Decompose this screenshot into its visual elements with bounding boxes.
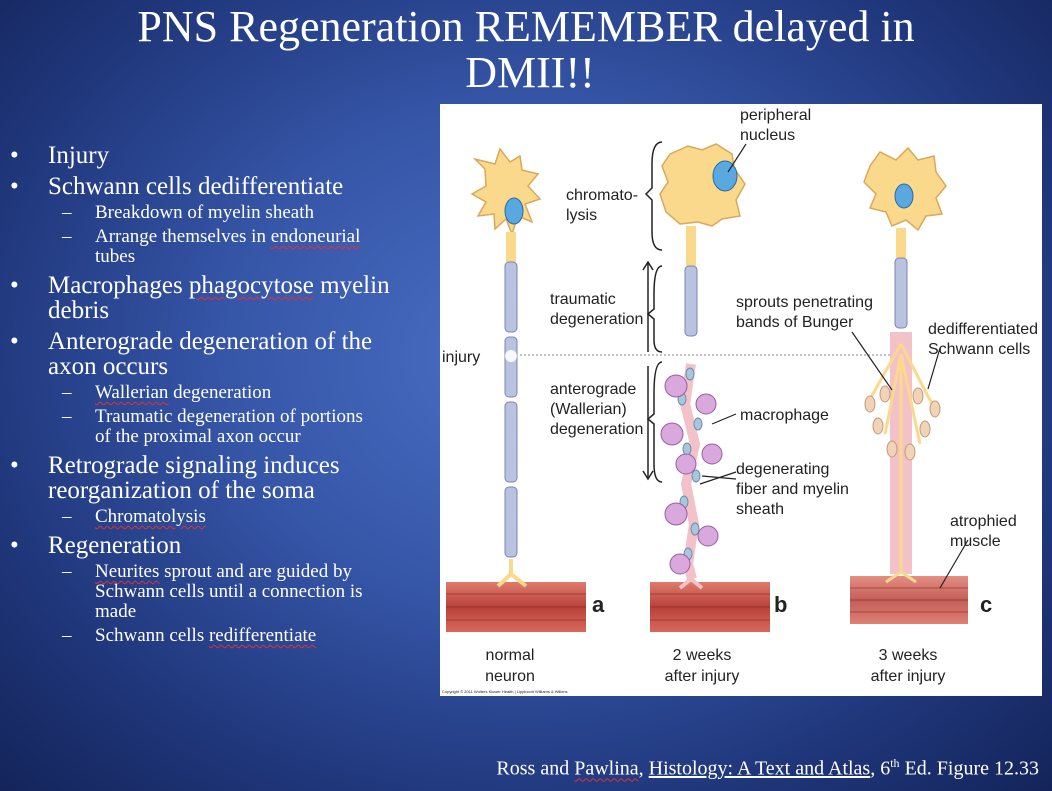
- label-anterograde: anterograde: [550, 381, 636, 398]
- anterograde-bracket: [646, 361, 663, 483]
- svg-text:bands of Bunger: bands of Bunger: [736, 314, 854, 331]
- label-injury: injury: [442, 349, 480, 366]
- slide-title: PNS Regeneration REMEMBER delayed in DMI…: [0, 0, 1052, 96]
- neuron-a: [470, 147, 542, 588]
- label-peripheral: peripheral: [740, 107, 811, 124]
- panel-c-label: c: [980, 592, 992, 617]
- macrophages-b: [660, 374, 723, 575]
- svg-text:muscle: muscle: [950, 533, 1001, 550]
- caption-c: 3 weeks: [879, 647, 938, 664]
- svg-text:after injury: after injury: [665, 668, 740, 685]
- label-macrophage: macrophage: [740, 407, 829, 424]
- sub-bullet-redifferentiate: –Schwann cells redifferentiate: [62, 625, 317, 646]
- label-degenerating: degenerating: [736, 461, 829, 478]
- sub-bullet-myelin-breakdown: –Breakdown of myelin sheath: [62, 202, 314, 223]
- copyright: Copyright © 2011 Wolters Kluwer Health |…: [442, 689, 567, 694]
- label-chromatolysis: chromato-: [566, 187, 638, 204]
- chromatolysis-bracket: [644, 141, 663, 251]
- panel-b-label: b: [774, 592, 787, 617]
- panel-a-label: a: [592, 592, 605, 617]
- bullet-schwann-dedifferentiate: •Schwann cells dedifferentiate: [10, 173, 344, 200]
- svg-text:fiber and myelin: fiber and myelin: [736, 481, 849, 498]
- svg-text:sheath: sheath: [736, 501, 784, 518]
- figure-svg: peripheral nucleus chromato- lysis traum…: [442, 107, 1038, 694]
- bullet-regeneration: •Regeneration: [10, 532, 182, 559]
- traumatic-bracket: [646, 265, 663, 353]
- svg-text:lysis: lysis: [566, 207, 597, 224]
- book-title: Histology: A Text and Atlas: [648, 757, 871, 780]
- label-dedifferentiated: dedifferentiated: [928, 321, 1038, 338]
- bullet-injury: •Injury: [10, 142, 110, 169]
- label-traumatic: traumatic: [550, 291, 616, 308]
- title-line-1: PNS Regeneration REMEMBER delayed in: [137, 2, 915, 51]
- label-sprouts: sprouts penetrating: [736, 294, 873, 311]
- svg-text:(Wallerian): (Wallerian): [550, 401, 627, 418]
- title-line-2: DMII!!: [465, 48, 595, 97]
- neuron-b: [659, 143, 746, 590]
- sub-bullet-wallerian: –Wallerian degeneration: [62, 382, 272, 403]
- label-atrophied: atrophied: [950, 513, 1017, 530]
- svg-text:degeneration: degeneration: [550, 311, 643, 328]
- caption-b: 2 weeks: [673, 647, 732, 664]
- citation: Ross and Pawlina, Histology: A Text and …: [496, 756, 1039, 780]
- svg-text:neuron: neuron: [485, 668, 535, 685]
- svg-text:after injury: after injury: [871, 668, 946, 685]
- regeneration-figure: peripheral nucleus chromato- lysis traum…: [440, 104, 1042, 696]
- bullet-list: •Injury •Schwann cells dedifferentiate –…: [10, 143, 440, 652]
- svg-text:Schwann cells: Schwann cells: [928, 341, 1030, 358]
- svg-text:degeneration: degeneration: [550, 421, 643, 438]
- neuron-c: [863, 146, 947, 584]
- caption-a: normal: [486, 647, 535, 664]
- sub-bullet-chromatolysis: –Chromatolysis: [62, 506, 206, 527]
- svg-text:nucleus: nucleus: [740, 127, 795, 144]
